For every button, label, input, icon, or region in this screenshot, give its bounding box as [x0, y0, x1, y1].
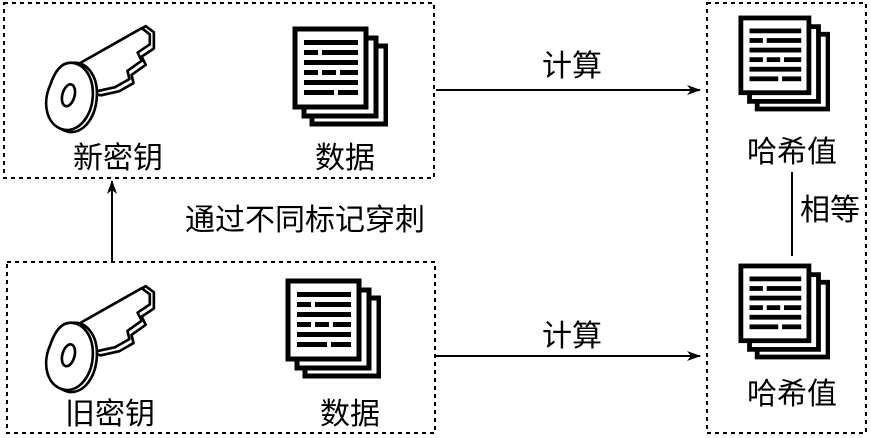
top-box	[3, 2, 435, 179]
bottom-compute-label: 计算	[542, 319, 602, 354]
top-hash-label: 哈希值	[747, 135, 837, 170]
bottom-box	[6, 261, 436, 434]
top-data-label: 数据	[315, 141, 375, 176]
puncture-label: 通过不同标记穿刺	[185, 203, 425, 238]
bottom-hash-label: 哈希值	[747, 377, 837, 412]
top-data-doc-icon	[295, 29, 386, 124]
old-key-icon	[44, 284, 156, 394]
equal-label: 相等	[800, 193, 860, 228]
top-hash-doc-icon	[741, 18, 828, 109]
bottom-data-doc-icon	[288, 281, 379, 376]
new-key-icon	[44, 24, 156, 134]
bottom-hash-doc-icon	[741, 266, 828, 357]
top-compute-label: 计算	[542, 49, 602, 84]
new-key-label: 新密钥	[73, 141, 163, 176]
bottom-data-label: 数据	[320, 397, 380, 432]
old-key-label: 旧密钥	[65, 397, 155, 432]
right-box	[706, 2, 867, 434]
